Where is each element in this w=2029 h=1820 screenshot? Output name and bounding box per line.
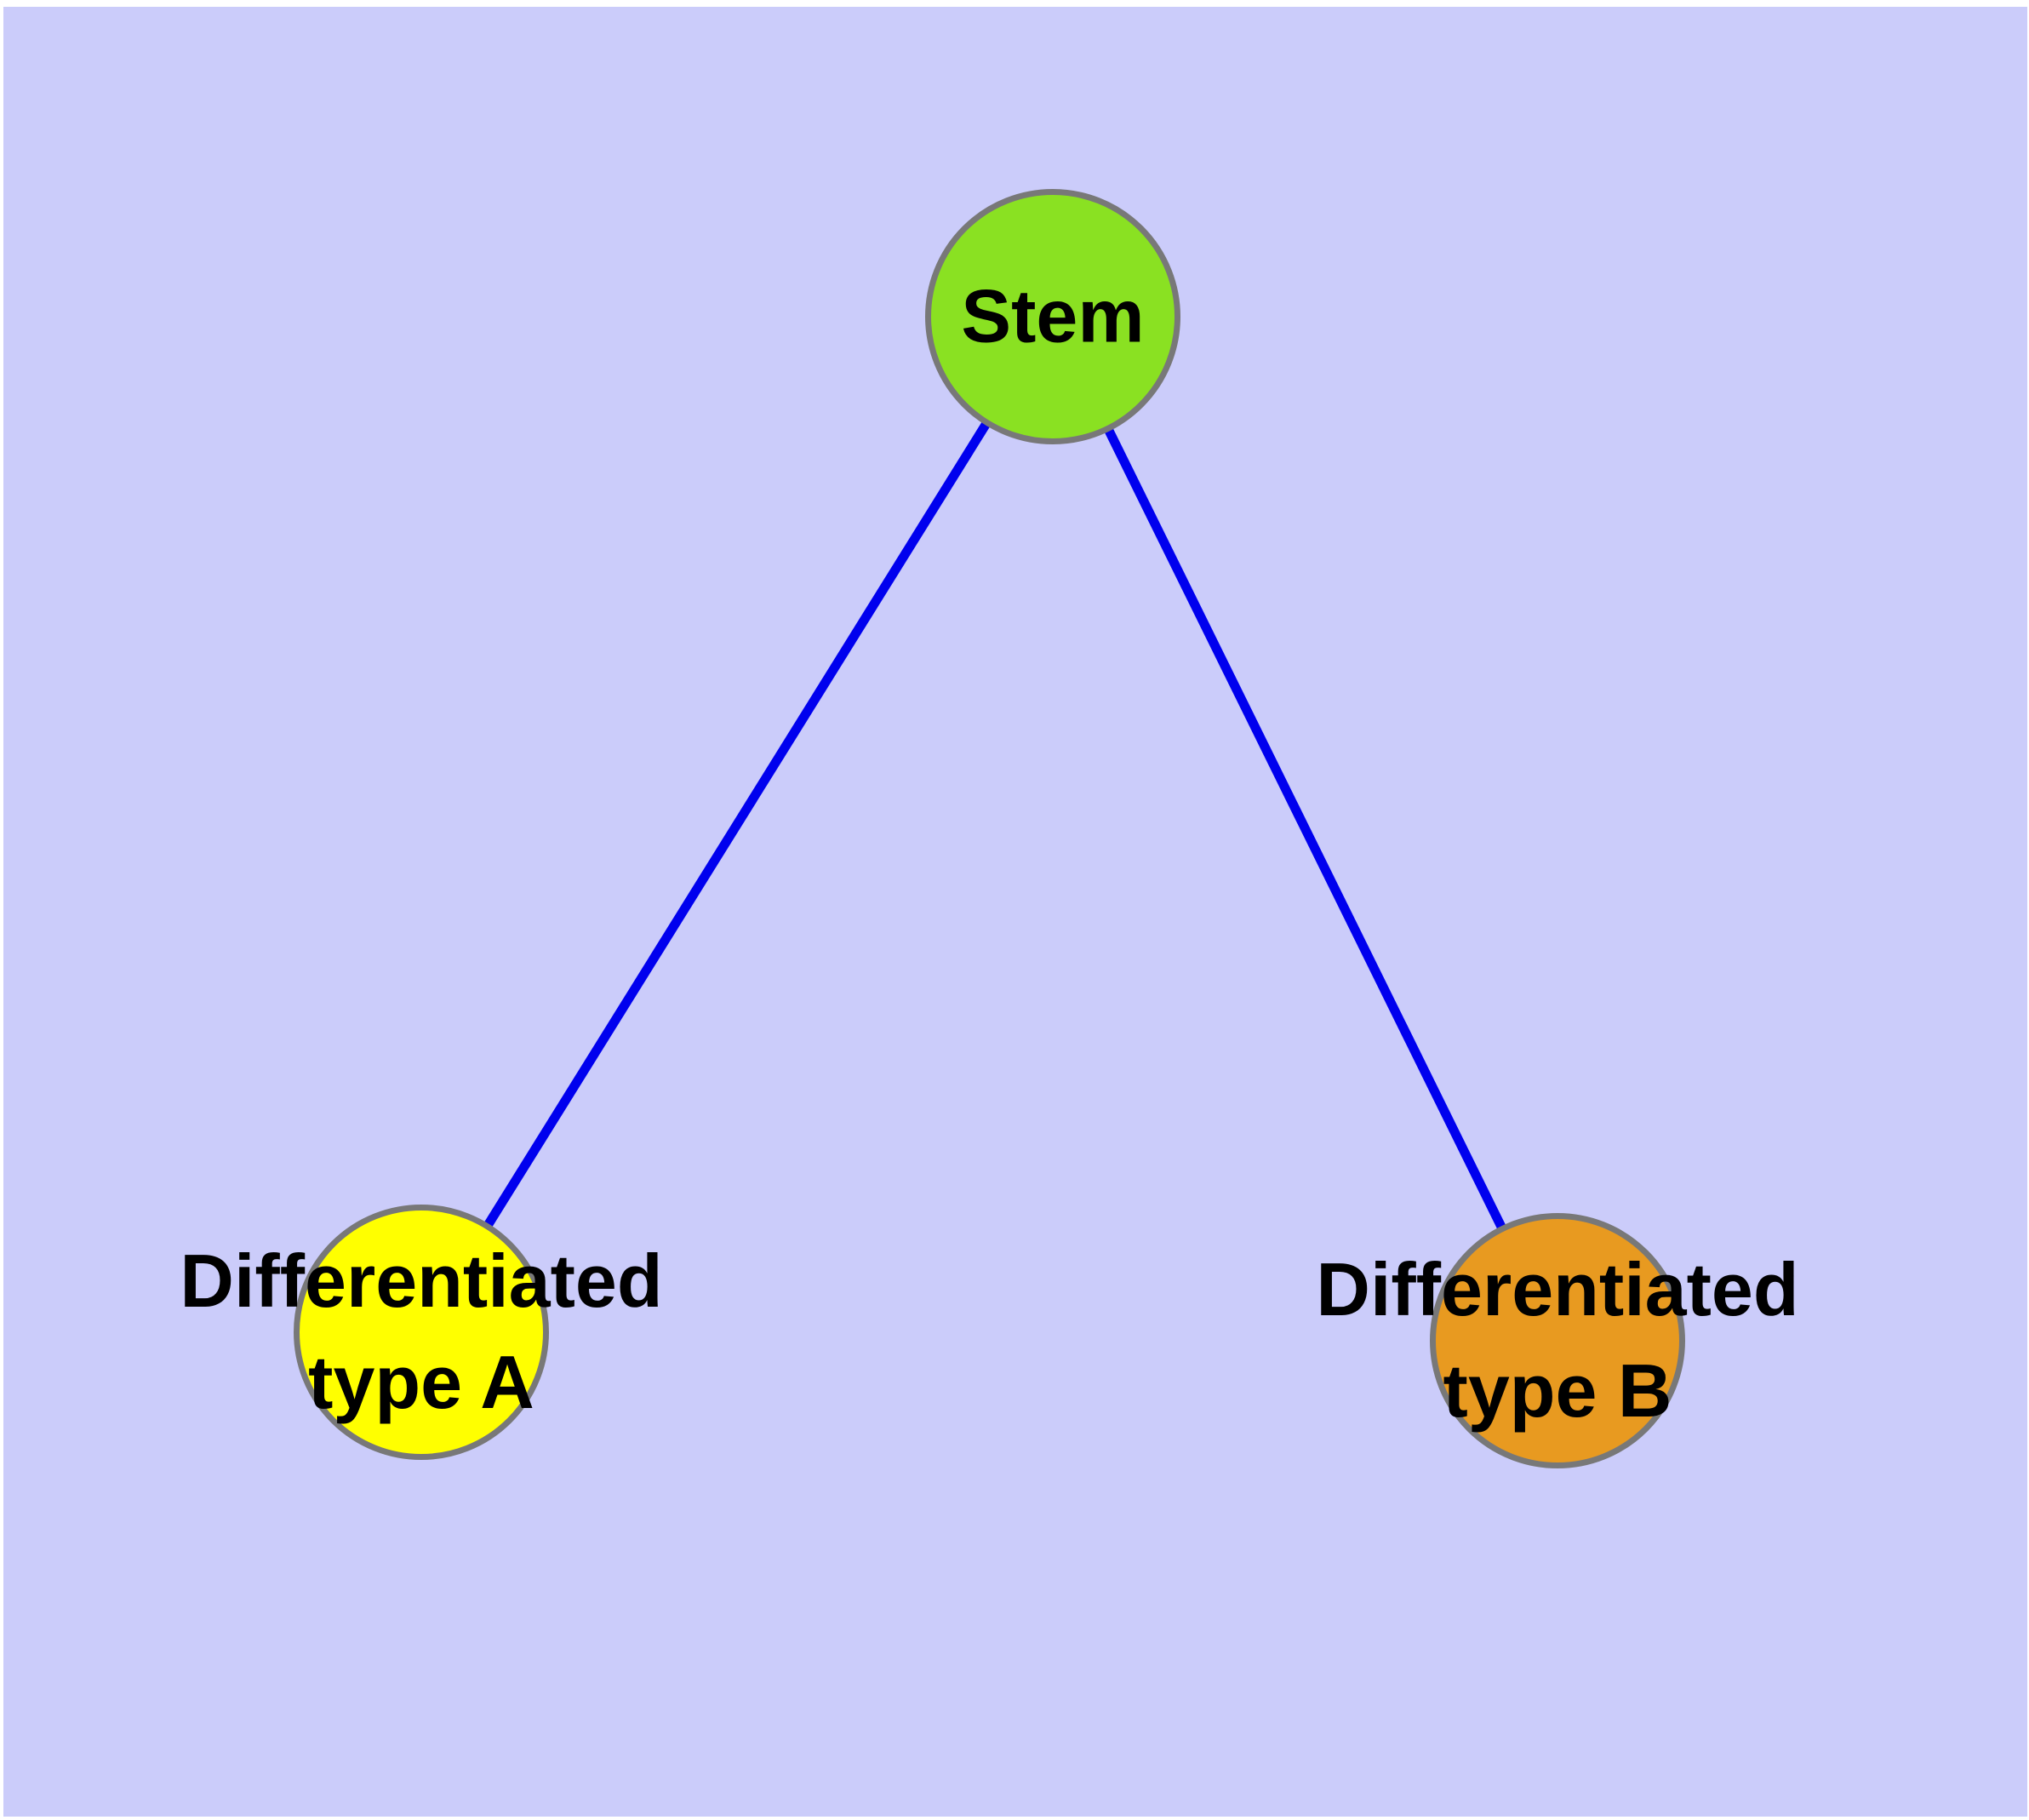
node-differentiated-type-a-circle: [294, 1205, 549, 1460]
node-differentiated-type-a-label-line2: type A: [308, 1340, 534, 1424]
node-differentiated-type-a-label-line1: Differentiated: [180, 1239, 663, 1324]
node-stem-label: Stem: [961, 266, 1144, 368]
node-stem-label-line1: Stem: [961, 273, 1145, 358]
edge-stem-to-type-b: [1049, 314, 1562, 1343]
node-differentiated-type-a-label: Differentiated type A: [180, 1231, 662, 1434]
node-differentiated-type-b-label-line1: Differentiated: [1316, 1247, 1799, 1332]
node-stem-circle: [925, 189, 1180, 444]
node-differentiated-type-b-label-line2: type B: [1443, 1348, 1672, 1433]
node-differentiated-type-b-label: Differentiated type B: [1316, 1239, 1798, 1442]
node-differentiated-type-b-circle: [1430, 1213, 1685, 1468]
edge-stem-to-type-a: [417, 314, 1057, 1335]
